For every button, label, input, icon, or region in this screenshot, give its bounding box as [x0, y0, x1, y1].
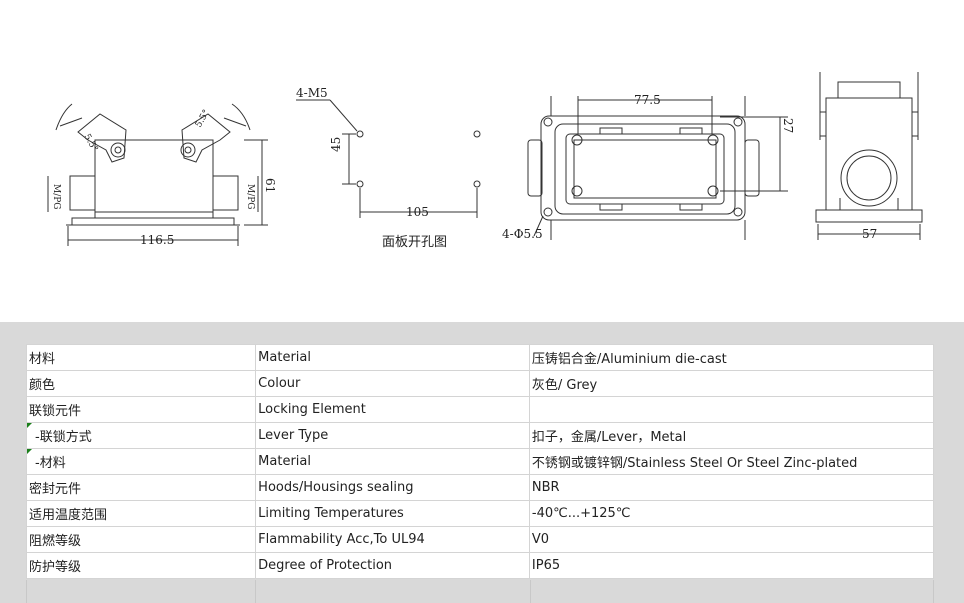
spec-en-cell: Hoods/Housings sealing [255, 474, 530, 501]
spec-zh-cell: -材料 [25, 448, 257, 475]
spec-zh-cell: 密封元件 [25, 474, 257, 501]
dim-horizontal-panel: 105 [406, 205, 429, 219]
table-row: 材料 Material 压铸铝合金/Aluminium die-cast [25, 344, 935, 371]
spec-en-cell: Flammability Acc,To UL94 [255, 526, 530, 553]
table-row: 密封元件 Hoods/Housings sealing NBR [25, 474, 935, 501]
table-row: 适用温度范围 Limiting Temperatures -40℃...+125… [25, 500, 935, 527]
spec-en-cell: Colour [255, 370, 530, 397]
comment-marker-icon [27, 423, 32, 428]
spec-en-cell: Material [255, 448, 530, 475]
comment-marker-icon [27, 449, 32, 454]
side-view [815, 72, 923, 240]
dim-hole-top: 4-Φ5.5 [502, 227, 543, 241]
spec-value-cell: 灰色/ Grey [528, 370, 935, 397]
grid-line [26, 580, 27, 603]
spec-value-cell: 压铸铝合金/Aluminium die-cast [528, 344, 935, 371]
spec-table: 材料 Material 压铸铝合金/Aluminium die-cast 颜色 … [25, 344, 935, 579]
spec-zh-cell: 材料 [25, 344, 257, 371]
grid-line [530, 580, 531, 603]
panel-cutout-caption: 面板开孔图 [382, 235, 447, 250]
spec-value-cell: -40℃...+125℃ [528, 500, 935, 527]
spec-table-body: 材料 Material 压铸铝合金/Aluminium die-cast 颜色 … [25, 344, 935, 579]
spec-value-cell: NBR [528, 474, 935, 501]
dim-width-front: 116.5 [140, 233, 174, 247]
table-row: 阻燃等级 Flammability Acc,To UL94 V0 [25, 526, 935, 553]
spec-en-cell: Degree of Protection [255, 552, 530, 579]
spec-en-cell: Material [255, 344, 530, 371]
spec-en-cell: Locking Element [255, 396, 530, 423]
panel-cutout-view [296, 99, 481, 218]
spec-value-cell: 扣子，金属/Lever，Metal [528, 422, 935, 449]
spec-zh-label: -联锁方式 [35, 430, 92, 445]
spec-zh-cell: 联锁元件 [25, 396, 257, 423]
dim-width-top: 77.5 [634, 93, 661, 107]
spec-value-cell: 不锈钢或镀锌钢/Stainless Steel Or Steel Zinc-pl… [528, 448, 935, 475]
table-row: -联锁方式 Lever Type 扣子，金属/Lever，Metal [25, 422, 935, 449]
grid-line [255, 580, 256, 603]
dim-width-side: 57 [862, 227, 877, 241]
table-row: -材料 Material 不锈钢或镀锌钢/Stainless Steel Or … [25, 448, 935, 475]
spec-zh-cell: -联锁方式 [25, 422, 257, 449]
grid-line [933, 580, 934, 603]
dim-angle-left: 5.5° [81, 133, 99, 154]
dim-angle-right: 5.5° [194, 108, 212, 129]
dim-thread-left: M/PG [51, 184, 61, 210]
spec-value-cell [528, 396, 935, 423]
dim-height-top: 27 [781, 118, 795, 133]
spec-zh-label: -材料 [35, 456, 66, 471]
spec-zh-cell: 适用温度范围 [25, 500, 257, 527]
spec-en-cell: Limiting Temperatures [255, 500, 530, 527]
technical-drawing: 116.5 61 M/PG M/PG 5.5° 5.5° 4-M5 45 105… [47, 72, 923, 250]
spec-value-cell: V0 [528, 526, 935, 553]
dim-hole-panel: 4-M5 [296, 86, 328, 100]
spec-zh-cell: 颜色 [25, 370, 257, 397]
table-row: 联锁元件 Locking Element [25, 396, 935, 423]
table-row: 防护等级 Degree of Protection IP65 [25, 552, 935, 579]
spec-value-cell: IP65 [528, 552, 935, 579]
dim-height-front: 61 [263, 178, 277, 193]
spec-zh-cell: 阻燃等级 [25, 526, 257, 553]
spec-en-cell: Lever Type [255, 422, 530, 449]
dim-thread-right: M/PG [245, 184, 255, 210]
table-continuation-lines [26, 580, 934, 603]
table-row: 颜色 Colour 灰色/ Grey [25, 370, 935, 397]
front-view [47, 103, 268, 246]
dim-vertical-panel: 45 [329, 137, 343, 152]
spec-zh-cell: 防护等级 [25, 552, 257, 579]
top-view [527, 96, 788, 240]
drawing-canvas: 116.5 61 M/PG M/PG 5.5° 5.5° 4-M5 45 105… [47, 72, 923, 250]
